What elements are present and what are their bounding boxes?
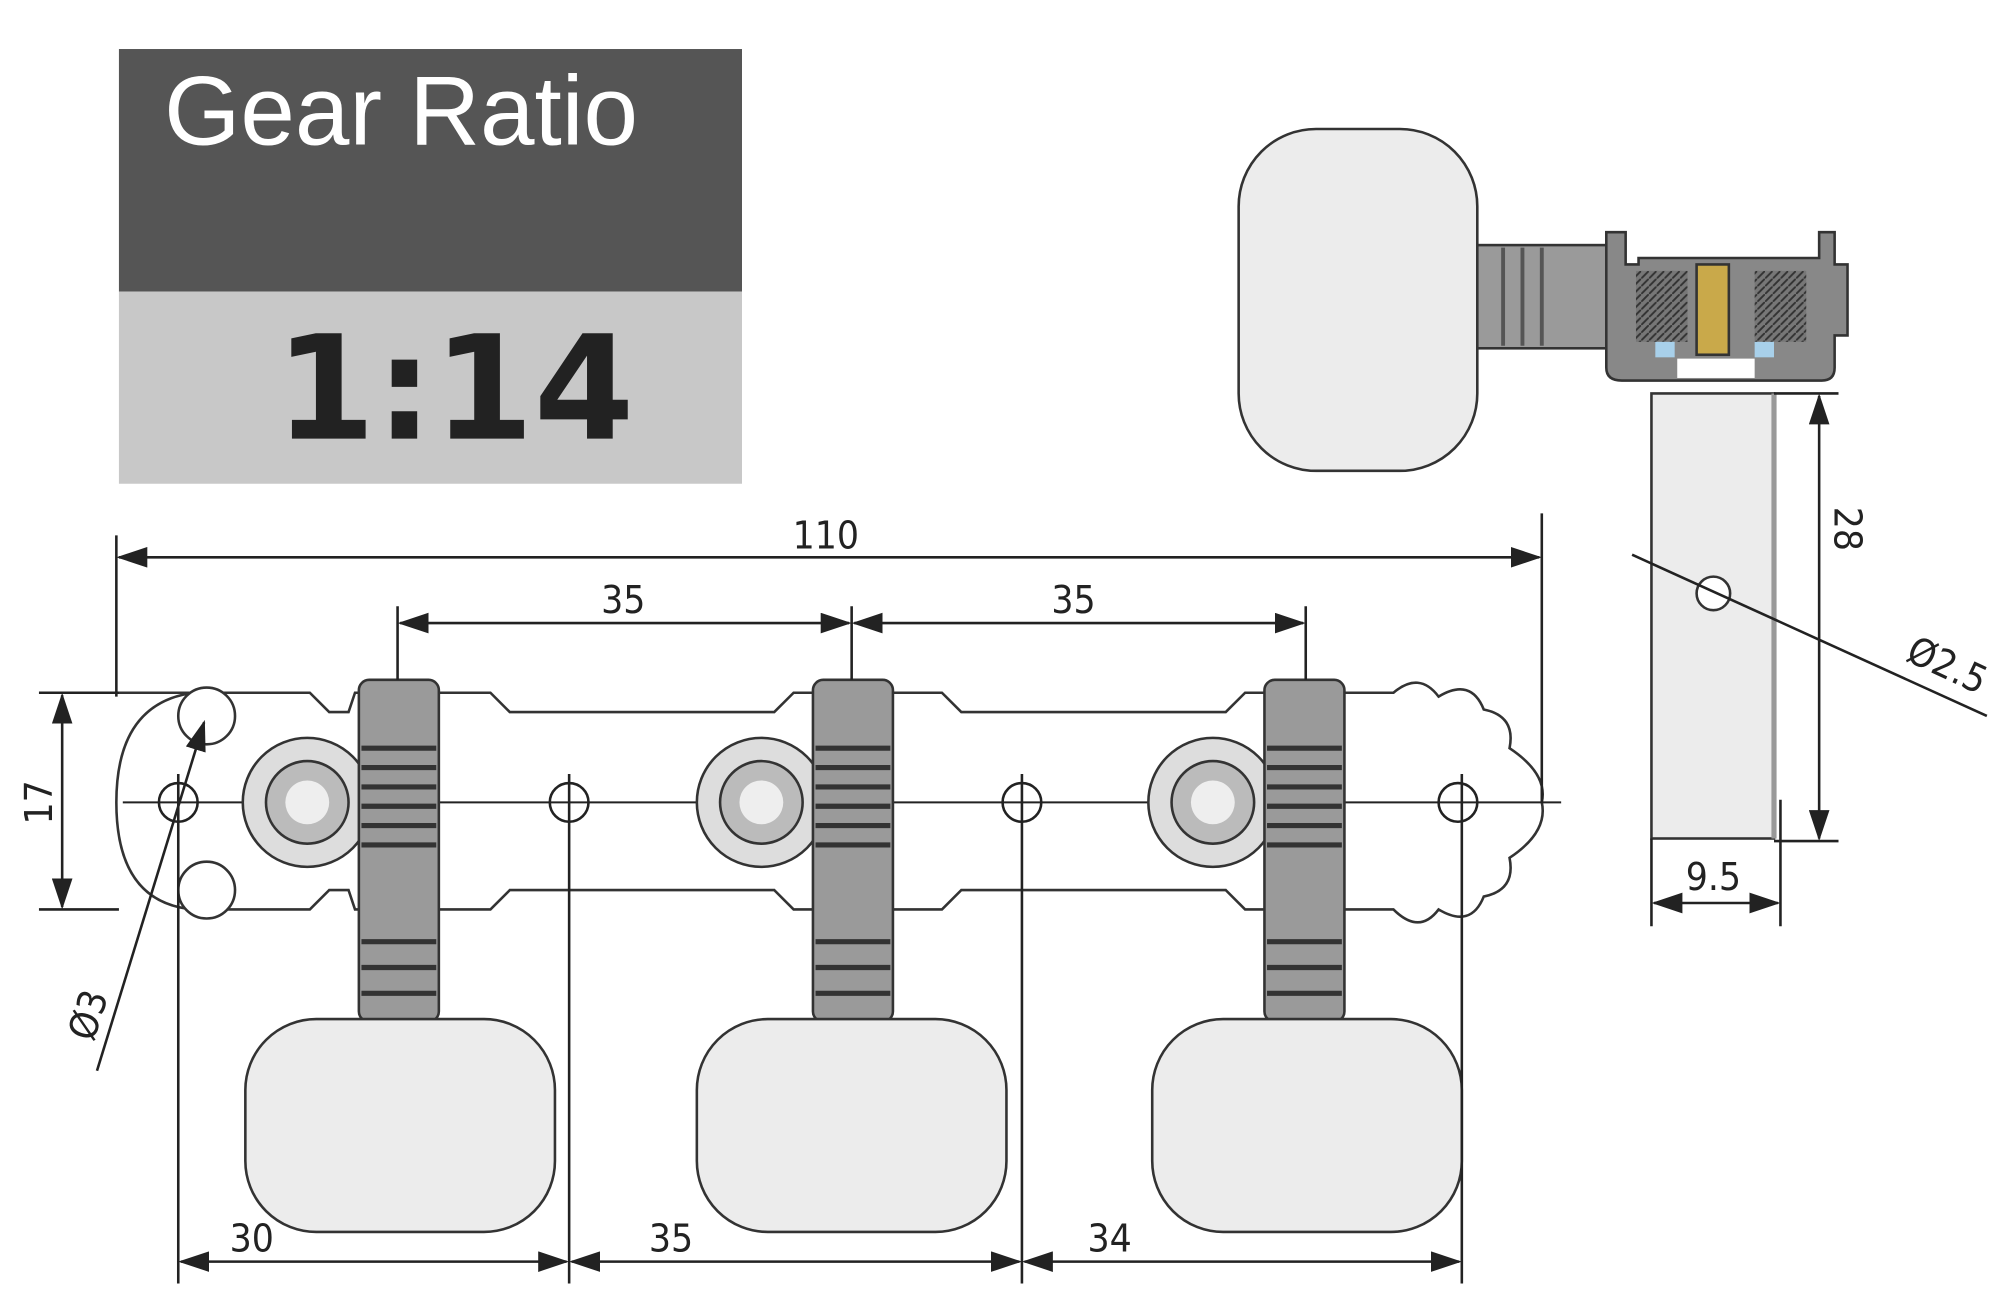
tuner-2 xyxy=(695,678,1008,1234)
tuner-knob xyxy=(1150,1017,1464,1234)
tuner-side-view: 28 Ø2.5 9.5 xyxy=(1237,127,1994,927)
dimension-lines: 110 35 35 17 Ø3 30 35 34 xyxy=(17,513,1544,1284)
tuner-knob xyxy=(695,1017,1008,1234)
dim-string-hole-diameter: Ø2.5 xyxy=(1900,628,1994,704)
dim-post-spacing-1: 35 xyxy=(601,578,645,623)
gear-ratio-title: Gear Ratio xyxy=(164,55,638,165)
tuner-1 xyxy=(241,678,557,1234)
dim-plate-width: 17 xyxy=(17,780,62,824)
tuner-3 xyxy=(1147,678,1464,1234)
dim-mount-hole-diameter: Ø3 xyxy=(60,985,118,1046)
side-knob xyxy=(1237,127,1479,473)
dim-hole-spacing-2: 35 xyxy=(649,1216,693,1261)
string-post xyxy=(1650,392,1776,840)
bushing xyxy=(1695,263,1731,357)
tuner-knob xyxy=(244,1017,557,1234)
dim-hole-spacing-1: 30 xyxy=(230,1216,274,1261)
dim-post-height: 28 xyxy=(1825,507,1870,551)
dim-post-spacing-2: 35 xyxy=(1051,578,1095,623)
dim-hole-spacing-3: 34 xyxy=(1088,1216,1132,1261)
string-hole xyxy=(1695,575,1732,612)
dim-post-diameter: 9.5 xyxy=(1686,855,1741,900)
gear-ratio-value: 1:14 xyxy=(275,306,634,474)
tuner-plate-front-view xyxy=(115,678,1562,1234)
dim-overall-length: 110 xyxy=(793,513,859,558)
gear-ratio-panel: Gear Ratio 1:14 xyxy=(118,49,743,484)
